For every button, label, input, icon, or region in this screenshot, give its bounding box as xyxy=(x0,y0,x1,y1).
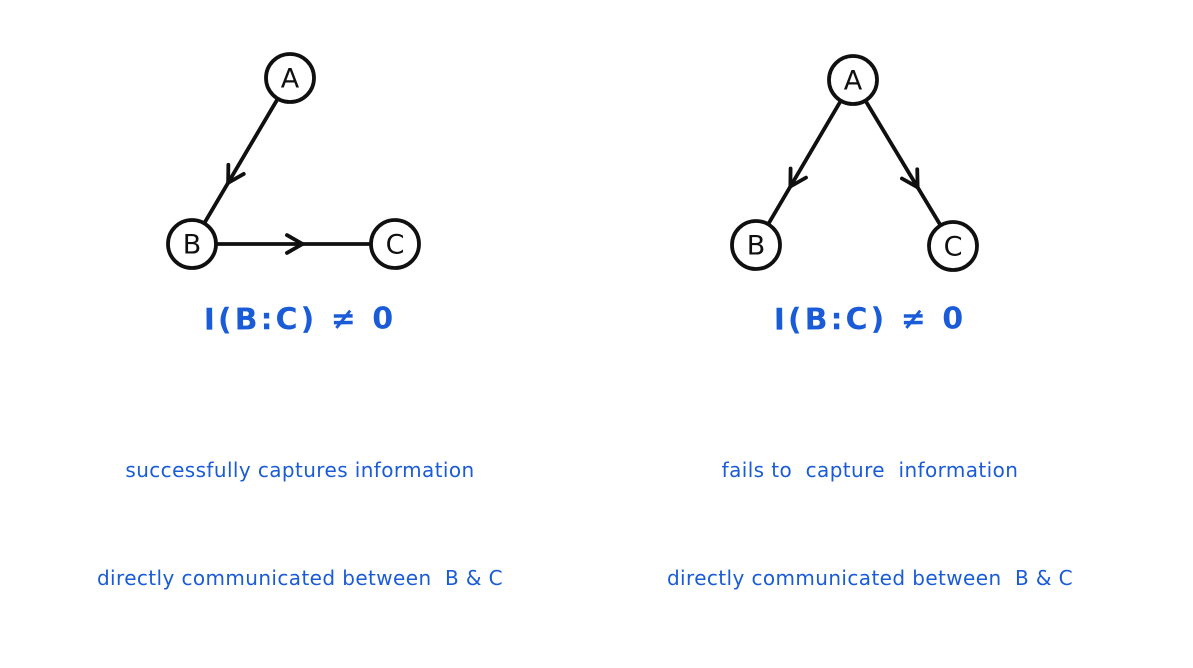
whiteboard-canvas: { "colors": { "background": "#ffffff", "… xyxy=(0,0,1193,508)
node-B-label: B xyxy=(747,231,766,262)
chain-graph-caption: successfully captures information direct… xyxy=(55,380,545,668)
chain-graph-diagram: A B C xyxy=(140,40,440,290)
caption-line: fails to capture information xyxy=(640,452,1100,488)
fork-graph-panel: A B C I(B:C) ≠ 0 fails to capture informat… xyxy=(640,0,1100,508)
mutual-information-formula: I(B:C) ≠ 0 xyxy=(55,300,545,338)
node-C-label: C xyxy=(944,232,963,263)
fork-graph-caption: fails to capture information directly co… xyxy=(640,380,1100,668)
caption-line: directly communicated between B & C xyxy=(640,560,1100,596)
chain-graph-panel: A B C I(B:C) ≠ 0 successfully captures inf… xyxy=(55,0,545,508)
edge-A-to-C xyxy=(866,102,939,223)
mutual-information-formula: I(B:C) ≠ 0 xyxy=(640,300,1100,338)
fork-graph-diagram: A B C xyxy=(700,40,1010,290)
node-A-label: A xyxy=(844,66,863,97)
edge-A-to-B xyxy=(205,100,277,221)
edge-A-to-B xyxy=(769,102,840,222)
node-B-label: B xyxy=(183,230,202,261)
node-A-label: A xyxy=(281,64,300,95)
caption-line: successfully captures information xyxy=(55,452,545,488)
caption-line: directly communicated between B & C xyxy=(55,560,545,596)
node-C-label: C xyxy=(386,230,405,261)
